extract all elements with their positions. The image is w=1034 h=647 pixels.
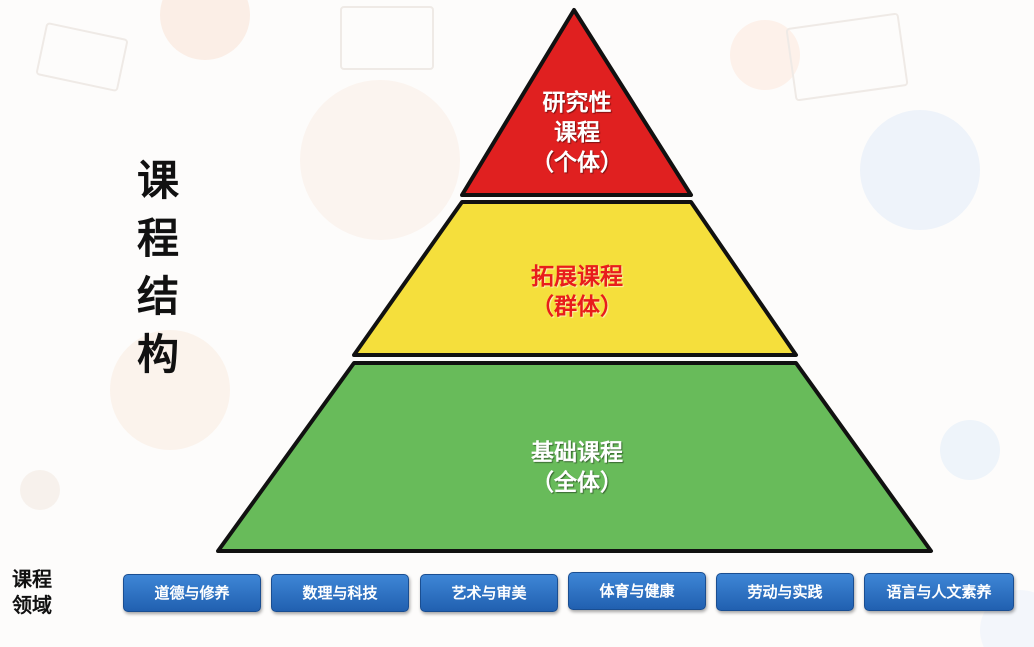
top-tier-line: 课程 [554,120,600,146]
domain-button-arts[interactable]: 艺术与审美 [420,574,558,612]
middle-tier-line: （群体） [531,294,623,320]
pyramid-middle-tier [352,200,798,357]
title-char: 结 [136,272,179,321]
title-char: 课 [136,156,179,205]
base-tier-line: （全体） [531,470,623,496]
pyramid-top-tier [460,8,693,197]
base-tier-line: 基础课程 [531,440,623,466]
top-tier-label: 研究性 课程 （个体） [477,88,677,178]
domain-button-morality[interactable]: 道德与修养 [123,574,261,612]
title-char: 程 [136,214,179,263]
title-char: 构 [136,330,179,379]
domain-button-language-humanities[interactable]: 语言与人文素养 [864,573,1014,611]
top-tier-line: 研究性 [542,90,612,116]
bg-decor-book [340,6,434,70]
domain-button-sports-health[interactable]: 体育与健康 [568,572,706,610]
bg-decor-circle [730,20,800,90]
bg-decor-circle [860,110,980,230]
bg-decor-circle [20,470,60,510]
pyramid-base-tier [216,361,933,553]
vertical-title: 课 程 结 构 [128,152,188,384]
bg-decor-circle [940,420,1000,480]
middle-tier-label: 拓展课程 （群体） [477,262,677,322]
bg-decor-circle [300,80,460,240]
domain-button-math-science[interactable]: 数理与科技 [271,574,409,612]
course-domain-label: 课程 领域 [12,566,72,618]
top-tier-line: （个体） [531,150,623,176]
domain-label-line: 课程 [12,567,52,591]
domain-label-line: 领域 [12,593,52,617]
middle-tier-line: 拓展课程 [531,264,623,290]
bg-decor-circle [110,330,230,450]
base-tier-label: 基础课程 （全体） [477,438,677,498]
domain-button-labor-practice[interactable]: 劳动与实践 [716,573,854,611]
